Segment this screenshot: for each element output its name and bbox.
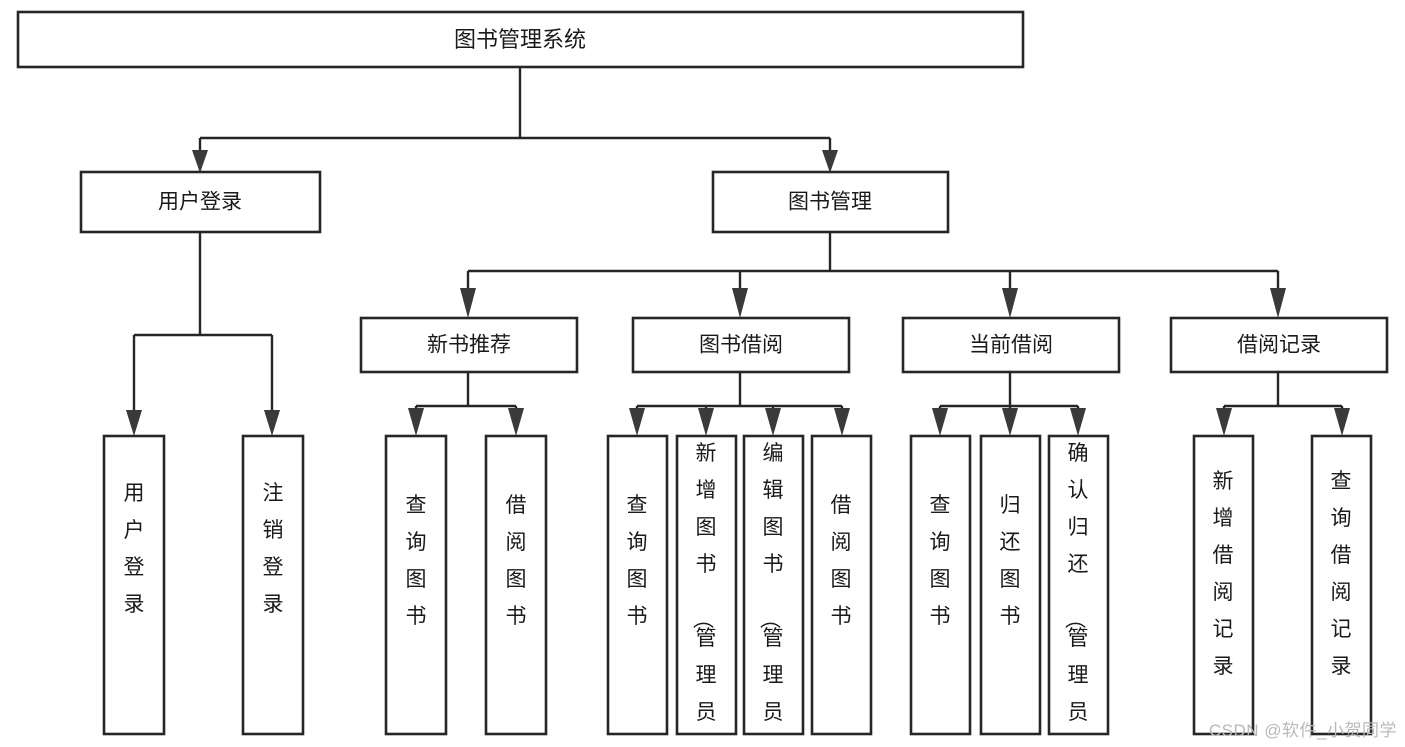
leaf-query-borrow-record[interactable]: 查询借阅记录 [1310, 434, 1373, 736]
leaf-query-book-1-label: 查询图书 [406, 494, 427, 628]
node-current-borrow[interactable]: 当前借阅 [901, 316, 1121, 374]
leaf-query-book-2[interactable]: 查询图书 [606, 434, 669, 736]
arrowhead-leaf-return-book [1002, 408, 1018, 436]
node-new-book-recommend-label: 新书推荐 [427, 334, 511, 357]
leaf-query-book-1-box[interactable] [384, 434, 448, 736]
leaf-add-borrow-record[interactable]: 新增借阅记录 [1192, 434, 1255, 736]
node-current-borrow-label: 当前借阅 [969, 334, 1053, 357]
leaf-edit-book-admin[interactable]: 编辑图书（管理员） [742, 434, 805, 747]
leaf-edit-book-admin-box[interactable] [742, 434, 805, 736]
node-book-borrow-label: 图书借阅 [699, 334, 783, 357]
leaf-logout-login-box[interactable] [241, 434, 305, 736]
leaf-user-login-box[interactable] [102, 434, 166, 736]
leaf-logout-login[interactable]: 注销登录 [241, 434, 305, 736]
node-new-book-recommend[interactable]: 新书推荐 [359, 316, 579, 374]
leaf-query-book-2-box[interactable] [606, 434, 669, 736]
leaf-add-borrow-record-box[interactable] [1192, 434, 1255, 736]
leaf-return-book-label: 归还图书 [1000, 494, 1021, 628]
leaf-edit-book-admin-label: 编辑图书（管理员） [758, 442, 784, 747]
leaf-confirm-return-admin-box[interactable] [1047, 434, 1110, 736]
node-borrow-record-box[interactable] [1169, 316, 1389, 374]
leaf-add-book-admin[interactable]: 新增图书（管理员） [675, 434, 738, 747]
leaf-logout-login-label: 注销登录 [263, 482, 284, 616]
node-root-box[interactable] [16, 10, 1025, 69]
leaf-query-book-3[interactable]: 查询图书 [909, 434, 972, 736]
arrowhead-leaf-add-book-admin [698, 408, 714, 436]
node-borrow-record[interactable]: 借阅记录 [1169, 316, 1389, 374]
arrowhead-leaf-query-borrow-record [1334, 408, 1350, 436]
arrowhead-leaf-edit-book-admin [765, 408, 781, 436]
node-user-login-box[interactable] [79, 170, 322, 234]
node-root-label: 图书管理系统 [454, 27, 586, 52]
leaf-return-book[interactable]: 归还图书 [979, 434, 1042, 736]
leaf-add-borrow-record-label: 新增借阅记录 [1213, 470, 1234, 678]
arrowhead-book-borrow [732, 288, 748, 318]
arrowhead-leaf-query-book-3 [932, 408, 948, 436]
arrowhead-user-login [192, 150, 208, 173]
leaf-borrow-book-2-label: 借阅图书 [831, 494, 852, 628]
arrowhead-leaf-query-book-2 [629, 408, 645, 436]
arrowhead-book-manage [822, 150, 838, 173]
arrowhead-new-book-recommend [460, 288, 476, 318]
leaf-user-login[interactable]: 用户登录 [102, 434, 166, 736]
arrowhead-borrow-record [1270, 288, 1286, 318]
leaf-add-book-admin-box[interactable] [675, 434, 738, 736]
arrowhead-leaf-add-borrow-record [1216, 408, 1232, 436]
node-root[interactable]: 图书管理系统 [16, 10, 1025, 69]
leaf-borrow-book-1-box[interactable] [484, 434, 548, 736]
node-current-borrow-box[interactable] [901, 316, 1121, 374]
leaf-user-login-label: 用户登录 [124, 482, 145, 616]
arrowhead-leaf-user-login [126, 410, 142, 436]
leaf-query-book-2-label: 查询图书 [627, 494, 648, 628]
leaf-borrow-book-1-label: 借阅图书 [506, 494, 527, 628]
leaf-add-book-admin-label: 新增图书（管理员） [691, 442, 717, 747]
leaf-borrow-book-1[interactable]: 借阅图书 [484, 434, 548, 736]
node-book-borrow-box[interactable] [631, 316, 851, 374]
arrowhead-leaf-borrow-book-2 [834, 408, 850, 436]
arrowhead-leaf-confirm-return-admin [1070, 408, 1086, 436]
leaf-borrow-book-2-box[interactable] [810, 434, 873, 736]
node-book-borrow[interactable]: 图书借阅 [631, 316, 851, 374]
arrowhead-leaf-logout-login [264, 410, 280, 436]
leaf-confirm-return-admin-label: 确认归还（管理员） [1063, 442, 1089, 747]
node-new-book-recommend-box[interactable] [359, 316, 579, 374]
leaf-confirm-return-admin[interactable]: 确认归还（管理员） [1047, 434, 1110, 747]
leaf-query-book-3-label: 查询图书 [930, 494, 951, 628]
leaf-borrow-book-2[interactable]: 借阅图书 [810, 434, 873, 736]
arrowhead-leaf-query-book-1 [408, 408, 424, 436]
arrowhead-leaf-borrow-book-1 [508, 408, 524, 436]
leaf-query-borrow-record-box[interactable] [1310, 434, 1373, 736]
leaf-return-book-box[interactable] [979, 434, 1042, 736]
csdn-watermark: CSDN @软件_小贺同学 [1208, 721, 1397, 740]
leaf-query-book-3-box[interactable] [909, 434, 972, 736]
leaf-query-book-1[interactable]: 查询图书 [384, 434, 448, 736]
arrowhead-current-borrow [1002, 288, 1018, 318]
leaf-query-borrow-record-label: 查询借阅记录 [1331, 470, 1352, 678]
node-book-manage[interactable]: 图书管理 [711, 170, 950, 234]
node-book-manage-box[interactable] [711, 170, 950, 234]
node-book-manage-label: 图书管理 [788, 191, 872, 214]
connector-layer [126, 67, 1350, 436]
node-user-login[interactable]: 用户登录 [79, 170, 322, 234]
node-borrow-record-label: 借阅记录 [1237, 334, 1321, 357]
node-user-login-label: 用户登录 [158, 191, 242, 214]
